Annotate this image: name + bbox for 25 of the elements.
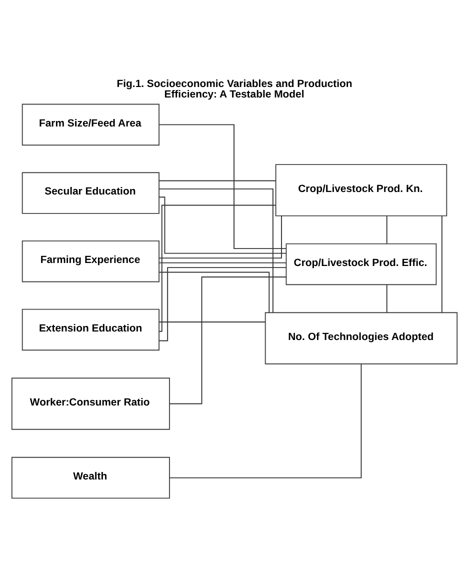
node-box: Extension Education xyxy=(22,308,160,350)
connector xyxy=(169,363,362,478)
connector xyxy=(441,215,442,312)
connector xyxy=(386,215,388,244)
node-box: Crop/Livestock Prod. Effic. xyxy=(286,242,437,285)
connector xyxy=(158,196,287,254)
connector xyxy=(386,284,388,312)
connector xyxy=(158,188,274,313)
diagram-title: Fig.1. Socioeconomic Variables and Production Efficiency: A Testable Model xyxy=(116,78,352,100)
node-box: Farm Size/Feed Area xyxy=(22,103,160,146)
connector xyxy=(158,271,270,313)
connector xyxy=(158,321,266,322)
connector xyxy=(158,262,286,263)
connector xyxy=(158,204,276,332)
node-box: Wealth xyxy=(11,456,170,498)
node-box: No. Of Technologies Adopted xyxy=(264,312,458,364)
connector xyxy=(158,124,287,249)
connector xyxy=(158,180,276,181)
connector xyxy=(169,276,287,404)
node-box: Worker:Consumer Ratio xyxy=(11,377,170,430)
connector xyxy=(158,214,282,258)
connector xyxy=(158,266,287,341)
node-box: Crop/Livestock Prod. Kn. xyxy=(275,164,448,216)
node-box: Secular Education xyxy=(22,172,160,214)
node-box: Farming Experience xyxy=(22,240,160,282)
